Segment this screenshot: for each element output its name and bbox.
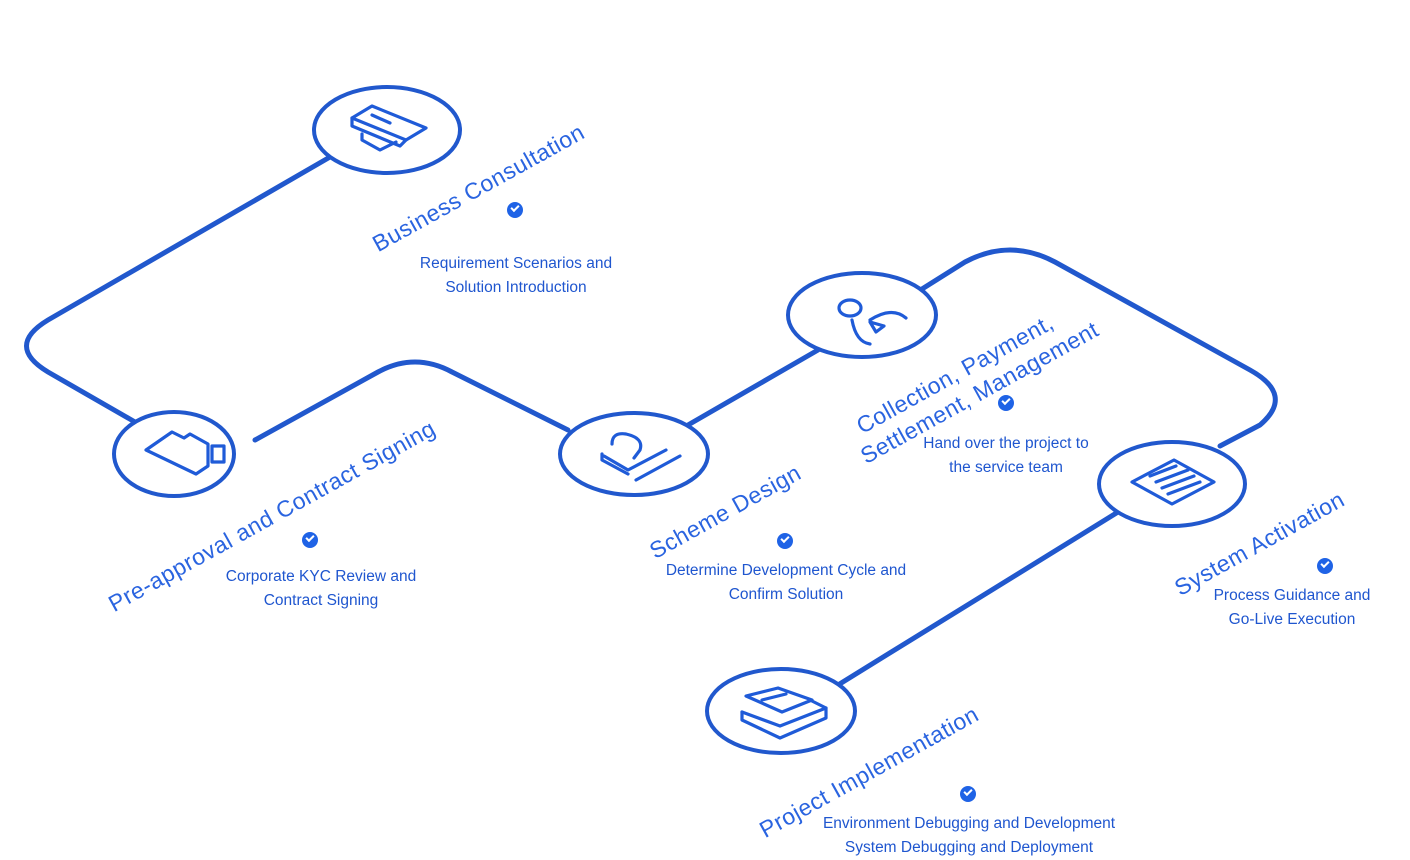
node-business-consultation <box>312 85 462 175</box>
folder-documents-icon <box>350 104 428 152</box>
node-collection-payment <box>786 271 938 359</box>
flow-path <box>24 154 333 425</box>
check-icon <box>777 533 793 549</box>
flow-path <box>835 509 1121 688</box>
description-line: Go-Live Execution <box>1228 611 1356 628</box>
description-line: System Debugging and Deployment <box>844 839 1094 856</box>
step-description: Corporate KYC Review and Contract Signin… <box>171 565 471 613</box>
node-scheme-design <box>558 411 710 497</box>
check-icon <box>998 395 1014 411</box>
inbox-tray-icon <box>740 686 828 740</box>
stamp-icon <box>600 432 682 482</box>
description-line: Requirement Scenarios and <box>419 255 613 272</box>
step-description: Environment Debugging and Development Sy… <box>794 812 1144 860</box>
check-icon <box>1317 558 1333 574</box>
description-line: Contract Signing <box>263 592 379 609</box>
node-pre-approval <box>112 410 236 498</box>
check-icon <box>507 202 523 218</box>
description-line: the service team <box>949 459 1063 476</box>
flow-path <box>685 347 821 428</box>
flow-path <box>919 247 1278 449</box>
step-description: Hand over the project to the service tea… <box>856 432 1156 480</box>
node-project-implementation <box>705 667 857 755</box>
description-line: Confirm Solution <box>728 586 844 603</box>
description-line: Hand over the project to <box>923 435 1089 452</box>
step-description: Requirement Scenarios and Solution Intro… <box>366 252 666 300</box>
description-line: Corporate KYC Review and <box>225 568 417 585</box>
checklist-icon <box>1130 458 1216 506</box>
description-line: Solution Introduction <box>445 279 587 296</box>
document-clip-icon <box>144 430 226 476</box>
flow-path <box>252 359 571 443</box>
step-description: Process Guidance and Go-Live Execution <box>1176 584 1408 632</box>
user-service-icon <box>837 298 908 346</box>
step-description: Determine Development Cycle and Confirm … <box>636 559 936 607</box>
check-icon <box>960 786 976 802</box>
description-line: Determine Development Cycle and <box>665 562 907 579</box>
description-line: Environment Debugging and Development <box>822 815 1116 832</box>
check-icon <box>302 532 318 548</box>
description-line: Process Guidance and <box>1213 587 1371 604</box>
node-system-activation <box>1097 440 1247 528</box>
